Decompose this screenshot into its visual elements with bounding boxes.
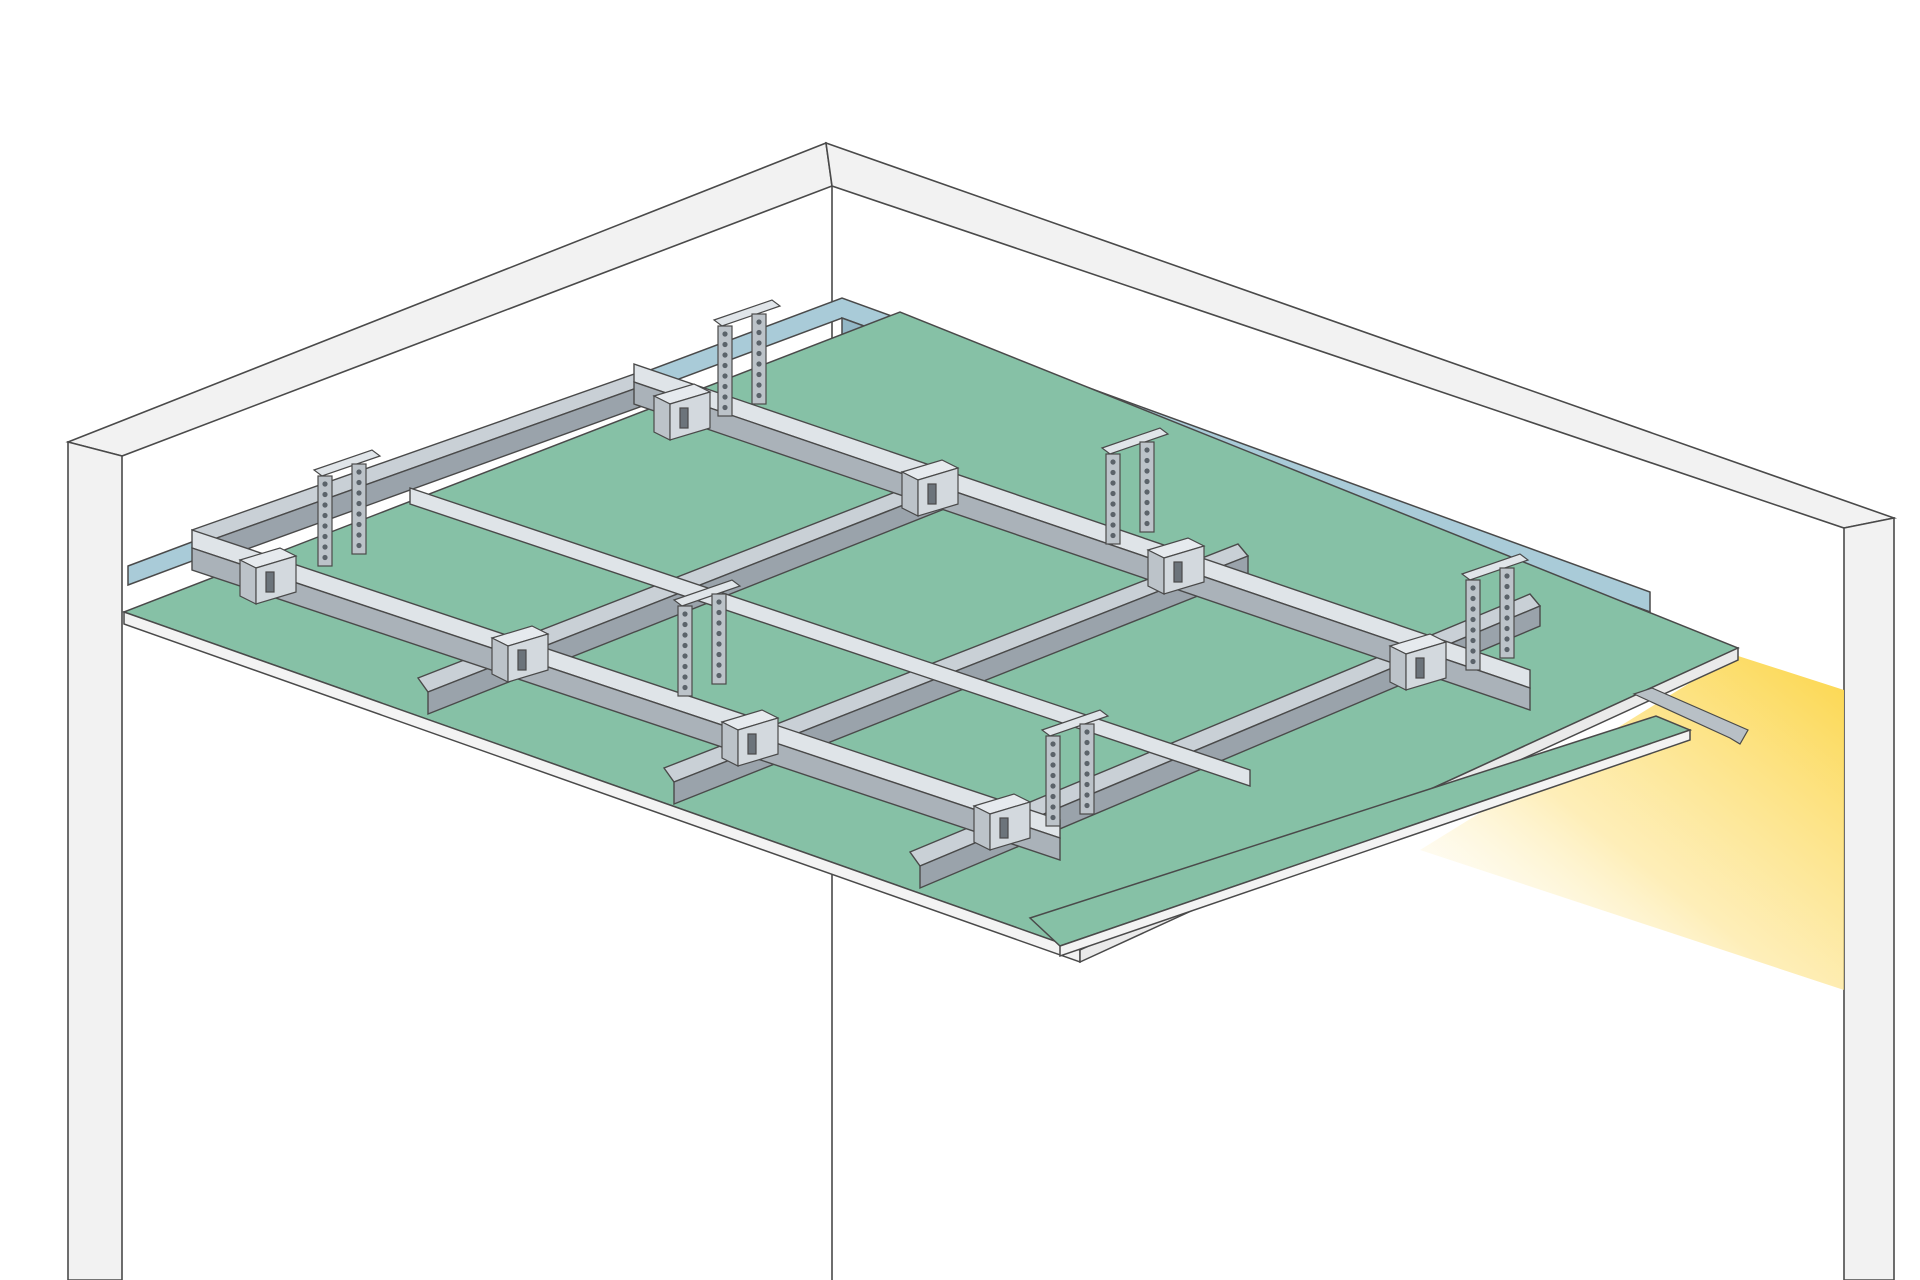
hanger-6 [1040,709,1110,827]
primary-channel-3 [409,487,1251,787]
primary-channel-1 [633,363,1531,711]
primary-channels [191,363,1531,861]
hanger-4 [672,579,742,697]
left-wall-edge [67,440,123,1280]
hanger-1 [312,449,382,567]
hanger-2 [712,299,782,417]
cross-connector-8 [1388,633,1448,691]
cross-connector-7 [972,793,1032,851]
gypsum-board-secondary [1028,715,1693,958]
secondary-channels [190,371,1542,890]
edge-profile [1632,687,1749,745]
cross-connector-4 [1146,537,1206,595]
primary-channel-2 [191,529,1061,861]
cross-connector-5 [652,383,712,441]
secondary-channel-4 [908,593,1542,890]
hanger-3 [1100,427,1170,545]
cross-connector-2 [490,625,550,683]
hangers [312,299,1530,827]
cross-connector-6 [720,709,780,767]
hanger-5 [1460,553,1530,671]
cross-connector-1 [238,547,298,605]
room-walls [65,141,1898,1280]
right-wall-edge [1843,517,1895,1280]
cross-connectors [238,383,1448,851]
cross-connector-3 [900,459,960,517]
